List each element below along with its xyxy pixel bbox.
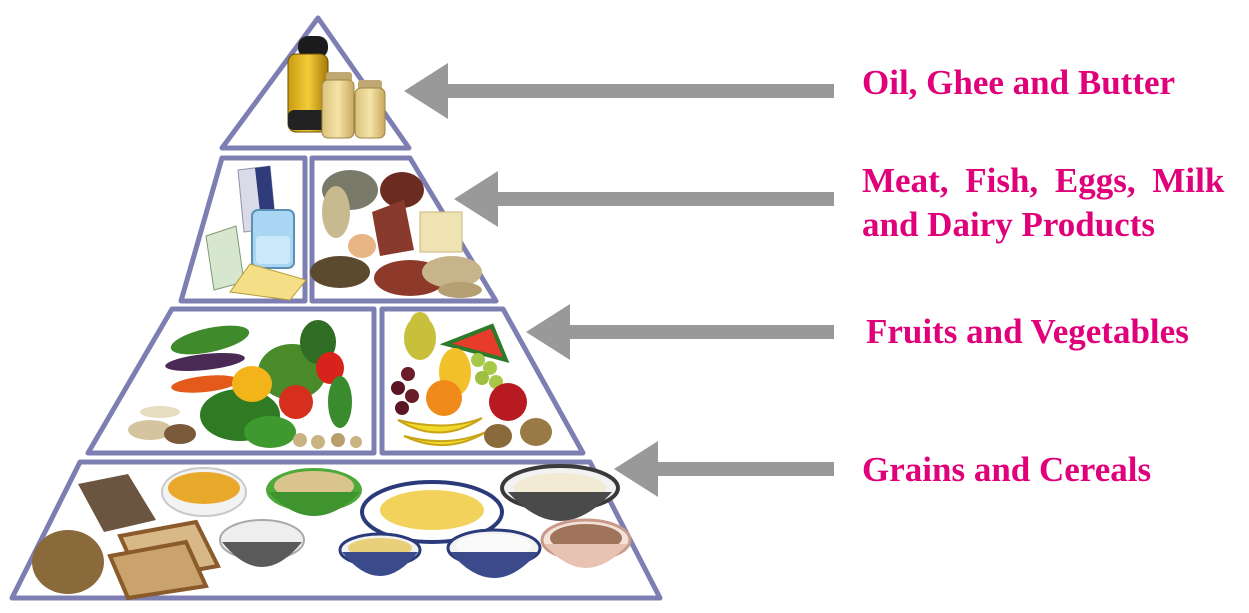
fish-icon — [322, 170, 378, 238]
noodle-bowl-icon-2 — [500, 464, 620, 521]
pepper-icon — [232, 352, 344, 402]
corn-bowl-icon — [161, 467, 247, 517]
bread-icon — [32, 474, 221, 601]
rice-bowl-icon-2 — [446, 528, 542, 578]
lentil-bowl-icon — [540, 518, 632, 568]
cheese-block-icon — [229, 263, 307, 301]
label-fruits-vegetables: Fruits and Vegetables — [866, 312, 1189, 351]
pear-icon — [404, 312, 436, 360]
tomato-icon — [279, 385, 313, 419]
label-oil-ghee-butter: Oil, Ghee and Butter — [862, 63, 1176, 102]
egg-icon — [348, 234, 376, 258]
oil-bottle-icon — [287, 36, 329, 133]
mushroom-icon — [293, 433, 362, 449]
arrow-tier-2 — [454, 171, 834, 227]
label-grains-cereals: Grains and Cereals — [862, 450, 1152, 489]
paneer-block-icon — [419, 211, 463, 253]
label-meat-line-2: and Dairy Products — [862, 205, 1155, 244]
arrow-tier-3 — [526, 304, 834, 360]
milk-glass-icon — [251, 209, 295, 269]
orange-icon — [426, 380, 462, 416]
arrow-tier-4 — [614, 441, 834, 497]
greens-icon — [170, 325, 296, 448]
label-meat-fish-eggs-milk-dairy: Meat, Fish, Eggs, Milk and Dairy Product… — [862, 159, 1224, 247]
apple-icon — [489, 383, 527, 421]
tier-grains-cereals — [32, 464, 632, 601]
tier-fruits-vegetables — [128, 312, 552, 449]
eggplant-icon — [165, 353, 245, 371]
vermicelli-bowl-icon — [338, 532, 422, 576]
milk-carton-icon — [205, 165, 277, 291]
arrows — [404, 63, 834, 497]
label-meat-line-1: Meat, Fish, Eggs, Milk — [862, 161, 1225, 200]
beans-icon — [310, 256, 482, 298]
kiwi-icon — [484, 418, 552, 448]
carrot-icon — [171, 375, 239, 393]
meat-icon — [372, 172, 424, 256]
tier-meat-dairy — [205, 165, 482, 301]
noodle-bowl-icon — [360, 480, 504, 544]
tier-oil-ghee-butter — [287, 36, 386, 139]
roots-icon — [128, 406, 196, 444]
watermelon-icon — [439, 323, 510, 363]
cucumber-icon — [328, 376, 352, 428]
soup-bowl-icon — [266, 468, 362, 516]
rice-bowl-icon — [219, 519, 305, 567]
ghee-jar-icon — [321, 72, 355, 139]
grapes-icon — [391, 353, 503, 415]
butter-jar-icon — [354, 80, 386, 139]
arrow-tier-1 — [404, 63, 834, 119]
